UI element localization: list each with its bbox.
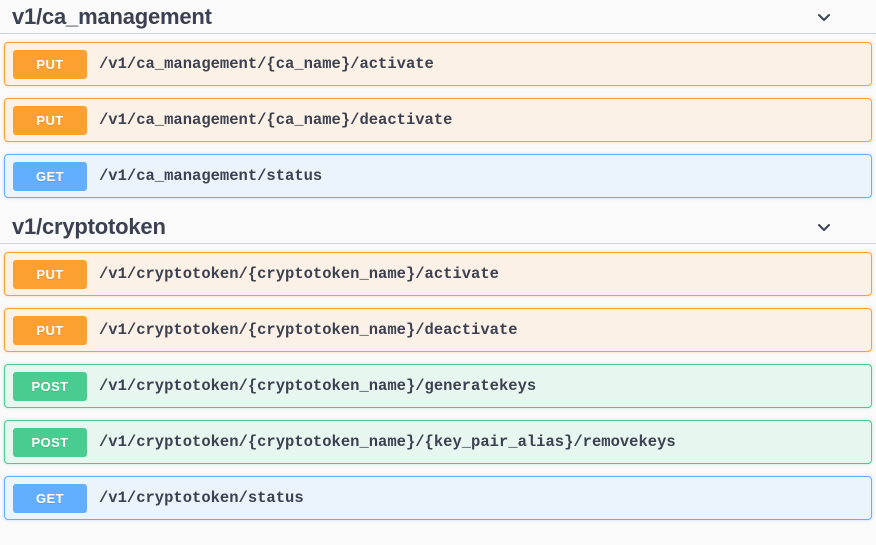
http-method-badge: GET <box>13 161 87 191</box>
operation-row[interactable]: POST /v1/cryptotoken/{cryptotoken_name}/… <box>4 364 872 408</box>
operation-list: PUT /v1/cryptotoken/{cryptotoken_name}/a… <box>0 252 876 520</box>
chevron-down-icon[interactable] <box>814 7 834 27</box>
operation-row[interactable]: PUT /v1/ca_management/{ca_name}/activate <box>4 42 872 86</box>
operation-path: /v1/ca_management/status <box>99 167 323 185</box>
http-method-badge: PUT <box>13 259 87 289</box>
http-method-badge: POST <box>13 427 87 457</box>
http-method-badge: PUT <box>13 315 87 345</box>
chevron-down-icon[interactable] <box>814 217 834 237</box>
http-method-badge: GET <box>13 483 87 513</box>
operation-row[interactable]: PUT /v1/ca_management/{ca_name}/deactiva… <box>4 98 872 142</box>
operation-path: /v1/cryptotoken/{cryptotoken_name}/deact… <box>99 321 518 339</box>
swagger-operations-list: v1/ca_management PUT /v1/ca_management/{… <box>0 0 876 520</box>
http-method-badge: PUT <box>13 49 87 79</box>
operation-row[interactable]: POST /v1/cryptotoken/{cryptotoken_name}/… <box>4 420 872 464</box>
operation-row[interactable]: PUT /v1/cryptotoken/{cryptotoken_name}/a… <box>4 252 872 296</box>
tag-section-cryptotoken: v1/cryptotoken PUT /v1/cryptotoken/{cryp… <box>0 210 876 520</box>
operation-row[interactable]: PUT /v1/cryptotoken/{cryptotoken_name}/d… <box>4 308 872 352</box>
operation-path: /v1/ca_management/{ca_name}/deactivate <box>99 111 453 129</box>
operation-path: /v1/cryptotoken/{cryptotoken_name}/gener… <box>99 377 537 395</box>
operation-path: /v1/cryptotoken/{cryptotoken_name}/activ… <box>99 265 499 283</box>
tag-header-ca-management[interactable]: v1/ca_management <box>0 0 876 34</box>
tag-section-ca-management: v1/ca_management PUT /v1/ca_management/{… <box>0 0 876 198</box>
http-method-badge: POST <box>13 371 87 401</box>
operation-row[interactable]: GET /v1/ca_management/status <box>4 154 872 198</box>
operation-row[interactable]: GET /v1/cryptotoken/status <box>4 476 872 520</box>
operation-path: /v1/ca_management/{ca_name}/activate <box>99 55 434 73</box>
tag-title: v1/cryptotoken <box>12 213 166 239</box>
operation-path: /v1/cryptotoken/status <box>99 489 304 507</box>
http-method-badge: PUT <box>13 105 87 135</box>
tag-header-cryptotoken[interactable]: v1/cryptotoken <box>0 210 876 244</box>
operation-path: /v1/cryptotoken/{cryptotoken_name}/{key_… <box>99 433 676 451</box>
operation-list: PUT /v1/ca_management/{ca_name}/activate… <box>0 42 876 198</box>
tag-title: v1/ca_management <box>12 3 212 29</box>
